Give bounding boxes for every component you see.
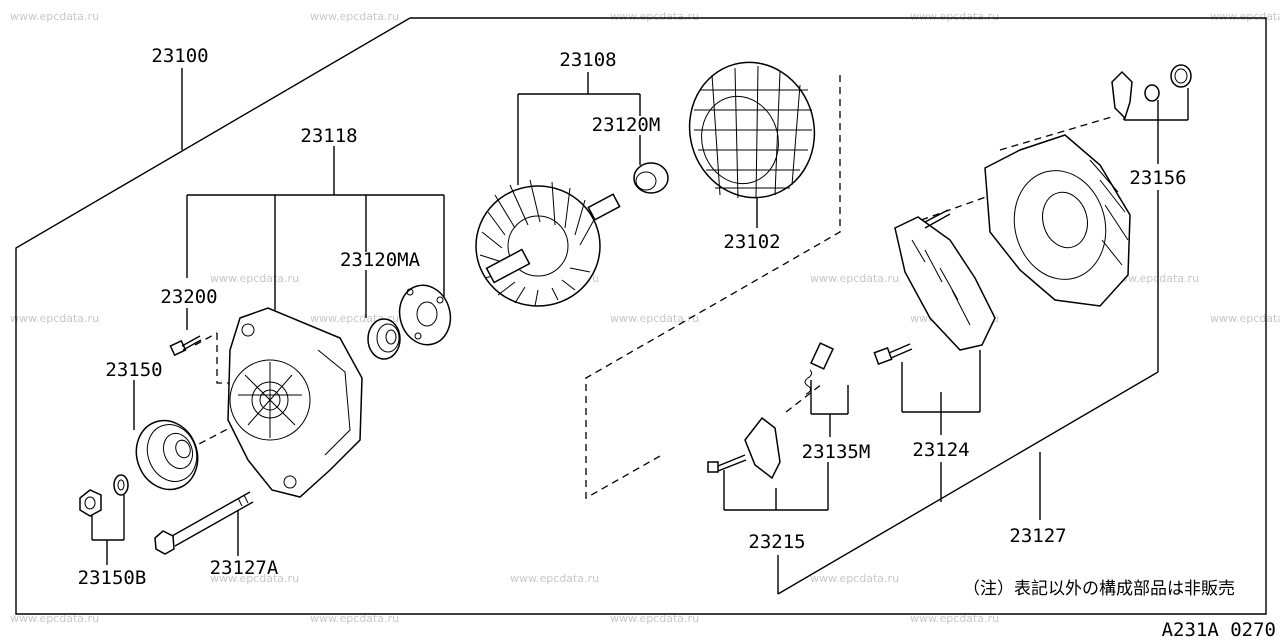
pulley-nut	[79, 474, 129, 517]
label-23102: 23102	[723, 231, 780, 253]
label-23120M: 23120M	[592, 114, 661, 136]
watermark: www.epcdata.ru	[810, 272, 899, 285]
watermark: www.epcdata.ru	[1210, 312, 1280, 325]
brush-holder	[707, 416, 781, 480]
watermark: www.epcdata.ru	[1110, 272, 1199, 285]
battery-terminal	[1111, 64, 1192, 120]
watermark: www.epcdata.ru	[210, 572, 299, 585]
label-23200: 23200	[160, 286, 217, 308]
rear-housing	[984, 134, 1131, 307]
label-23127: 23127	[1009, 525, 1066, 547]
watermark: www.epcdata.ru	[610, 10, 699, 23]
watermark: www.epcdata.ru	[610, 612, 699, 625]
label-23150B: 23150B	[78, 567, 147, 589]
part-labels: 23100 23118 23120MA 23200 23150 23150B 2…	[78, 45, 1187, 589]
stator	[688, 61, 816, 199]
label-23118: 23118	[300, 125, 357, 147]
label-23127A: 23127A	[210, 557, 279, 579]
watermark: www.epcdata.ru	[10, 312, 99, 325]
watermark: www.epcdata.ru	[910, 612, 999, 625]
pulley	[135, 419, 199, 491]
label-23150: 23150	[105, 359, 162, 381]
watermark: www.epcdata.ru	[610, 312, 699, 325]
watermarks: www.epcdata.ru www.epcdata.ru www.epcdat…	[10, 10, 1280, 625]
rotor	[475, 179, 621, 307]
watermark: www.epcdata.ru	[810, 572, 899, 585]
watermark: www.epcdata.ru	[510, 572, 599, 585]
label-23120MA: 23120MA	[340, 249, 421, 271]
label-23108: 23108	[559, 49, 616, 71]
assembly-frame	[15, 17, 1267, 615]
non-sale-note: （注）表記以外の構成部品は非販売	[963, 579, 1235, 599]
label-23100: 23100	[151, 45, 208, 67]
brush	[804, 342, 834, 395]
rectifier-regulator	[894, 209, 996, 351]
drawing-code: A231A 0270	[1162, 619, 1276, 640]
watermark: www.epcdata.ru	[910, 10, 999, 23]
bearing-retainer	[398, 284, 452, 346]
front-bearing	[367, 318, 401, 360]
watermark: www.epcdata.ru	[210, 272, 299, 285]
front-housing	[227, 307, 363, 498]
watermark: www.epcdata.ru	[310, 10, 399, 23]
regulator-screw	[873, 343, 913, 365]
label-23215: 23215	[748, 531, 805, 553]
label-23124: 23124	[912, 439, 969, 461]
label-23135M: 23135M	[802, 441, 871, 463]
housing-bolt	[169, 335, 202, 357]
label-23156: 23156	[1129, 167, 1186, 189]
watermark: www.epcdata.ru	[10, 10, 99, 23]
watermark: www.epcdata.ru	[10, 612, 99, 625]
watermark: www.epcdata.ru	[1210, 10, 1280, 23]
watermark: www.epcdata.ru	[310, 612, 399, 625]
leader-lines	[91, 68, 1189, 595]
rear-bearing	[633, 162, 669, 194]
through-bolt	[154, 491, 254, 555]
